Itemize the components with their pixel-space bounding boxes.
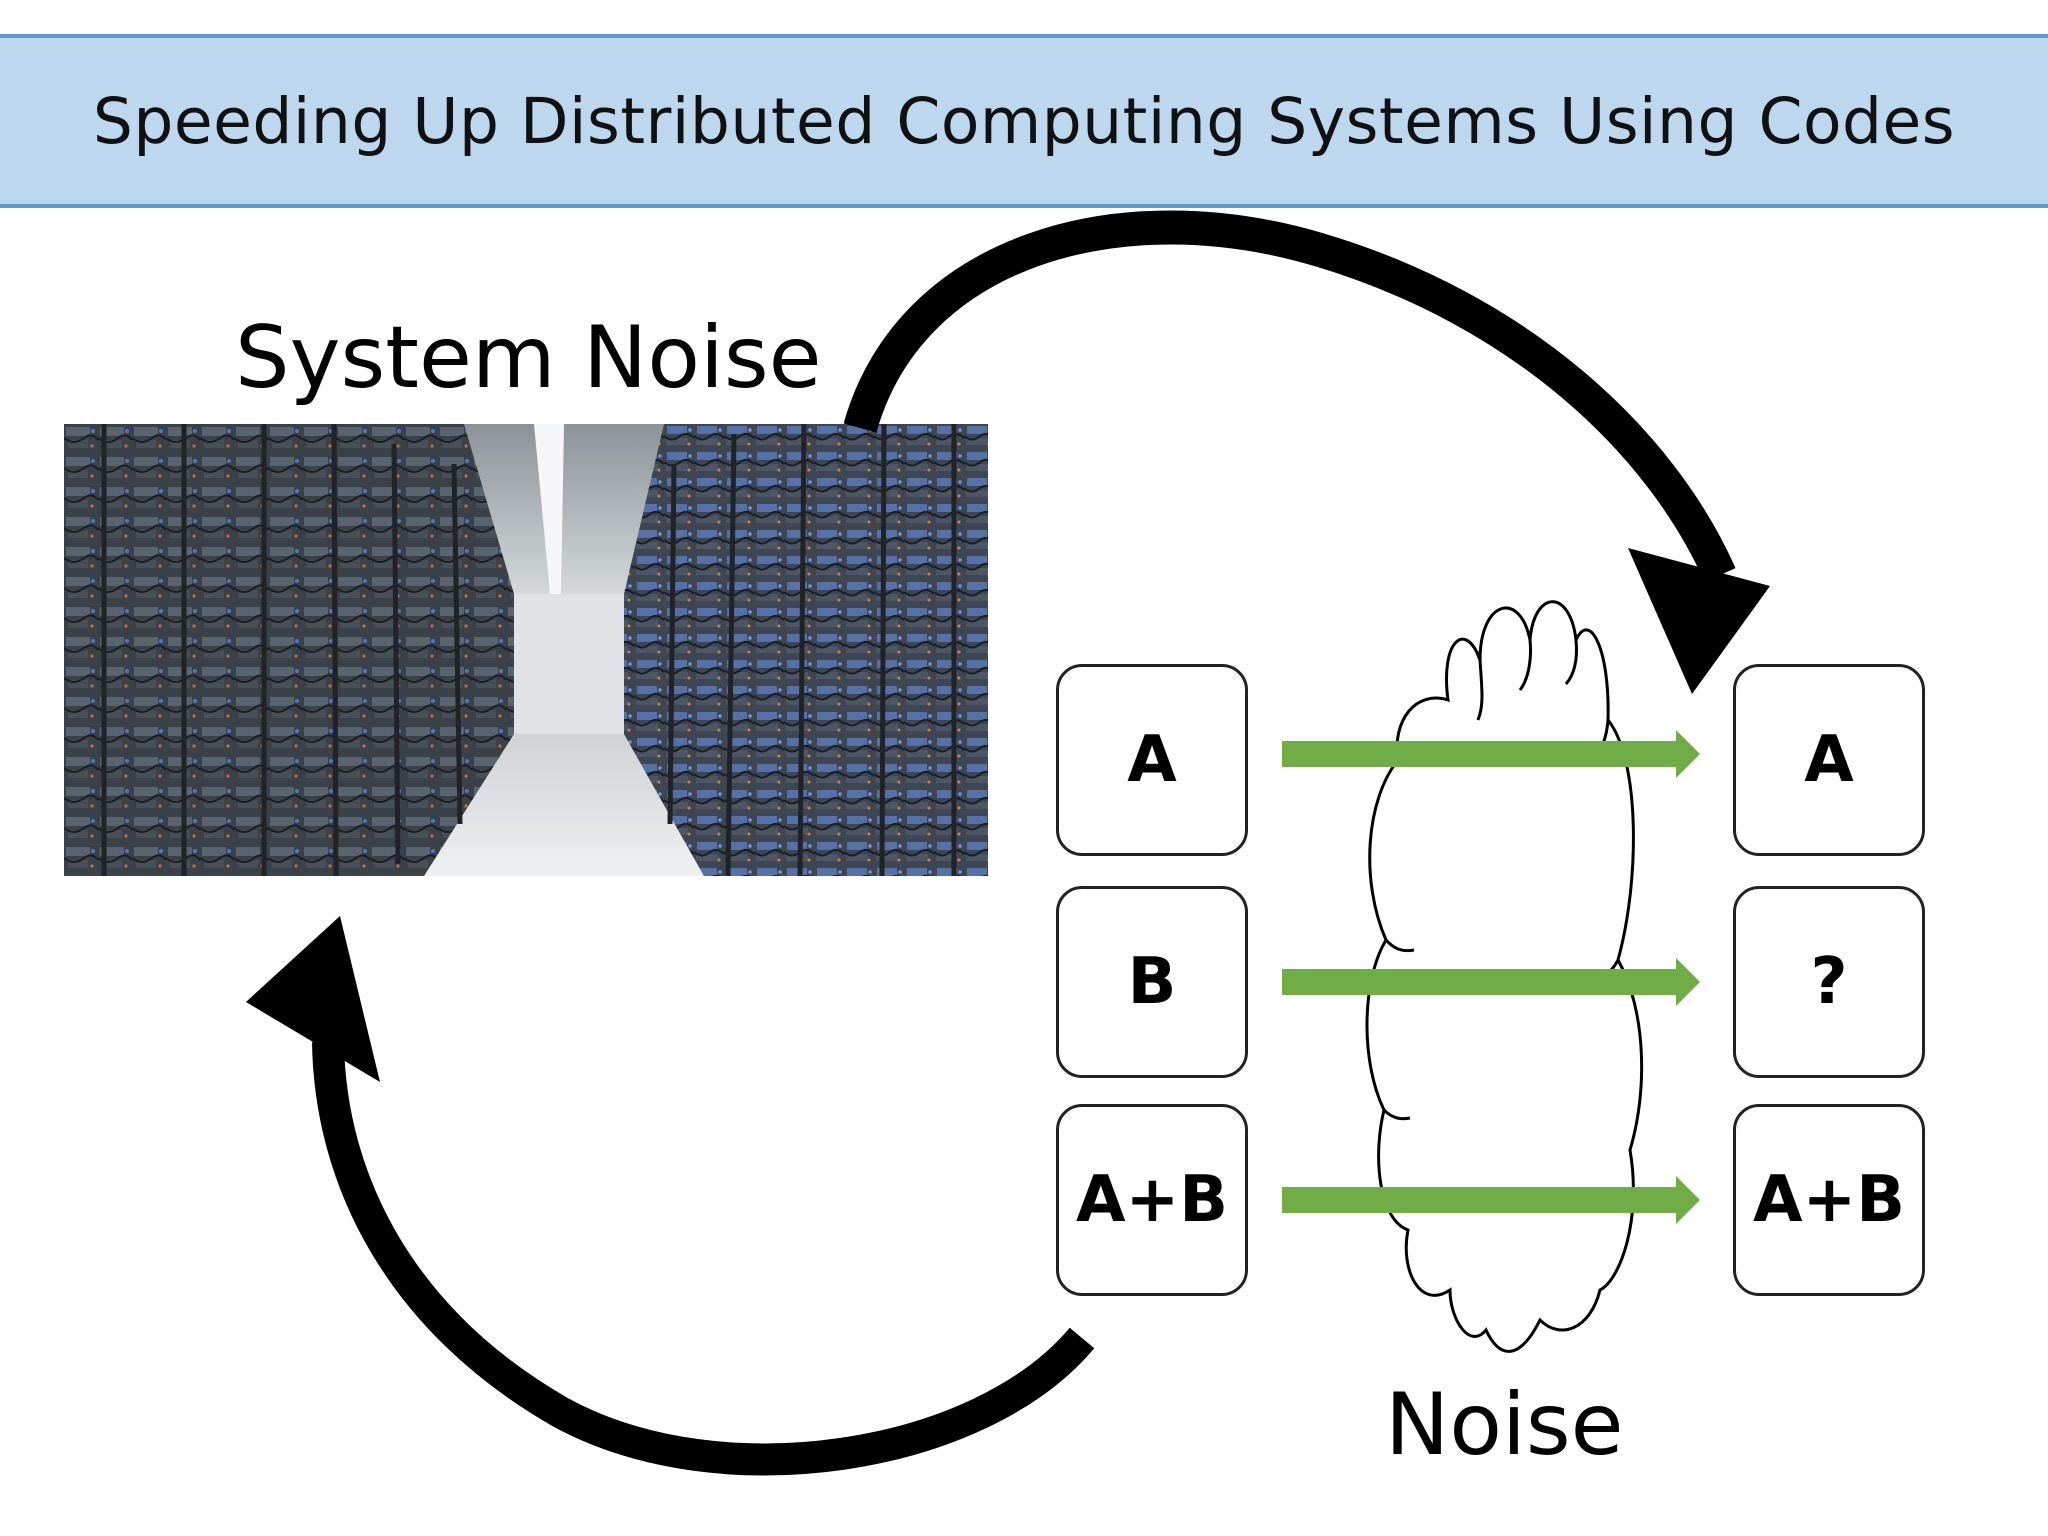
transfer-arrow-a: [1282, 730, 1700, 778]
noise-label: Noise: [1385, 1375, 1624, 1475]
transfer-arrow-b: [1282, 958, 1700, 1006]
system-noise-label: System Noise: [235, 308, 822, 408]
bottom-cycle-arrow: [246, 916, 1095, 1476]
source-node-b: B: [1056, 886, 1248, 1078]
title-band: Speeding Up Distributed Computing System…: [0, 34, 2048, 208]
output-node-a: A: [1733, 664, 1925, 856]
server-aisle-icon: [64, 424, 988, 876]
top-cycle-arrow: [843, 210, 1770, 694]
transfer-arrow-a-plus-b: [1282, 1176, 1700, 1224]
output-node-a-plus-b: A+B: [1733, 1104, 1925, 1296]
output-node-unknown: ?: [1733, 886, 1925, 1078]
source-node-a: A: [1056, 664, 1248, 856]
data-center-photo: [64, 424, 988, 876]
slide-title: Speeding Up Distributed Computing System…: [92, 84, 1956, 158]
source-node-a-plus-b: A+B: [1056, 1104, 1248, 1296]
